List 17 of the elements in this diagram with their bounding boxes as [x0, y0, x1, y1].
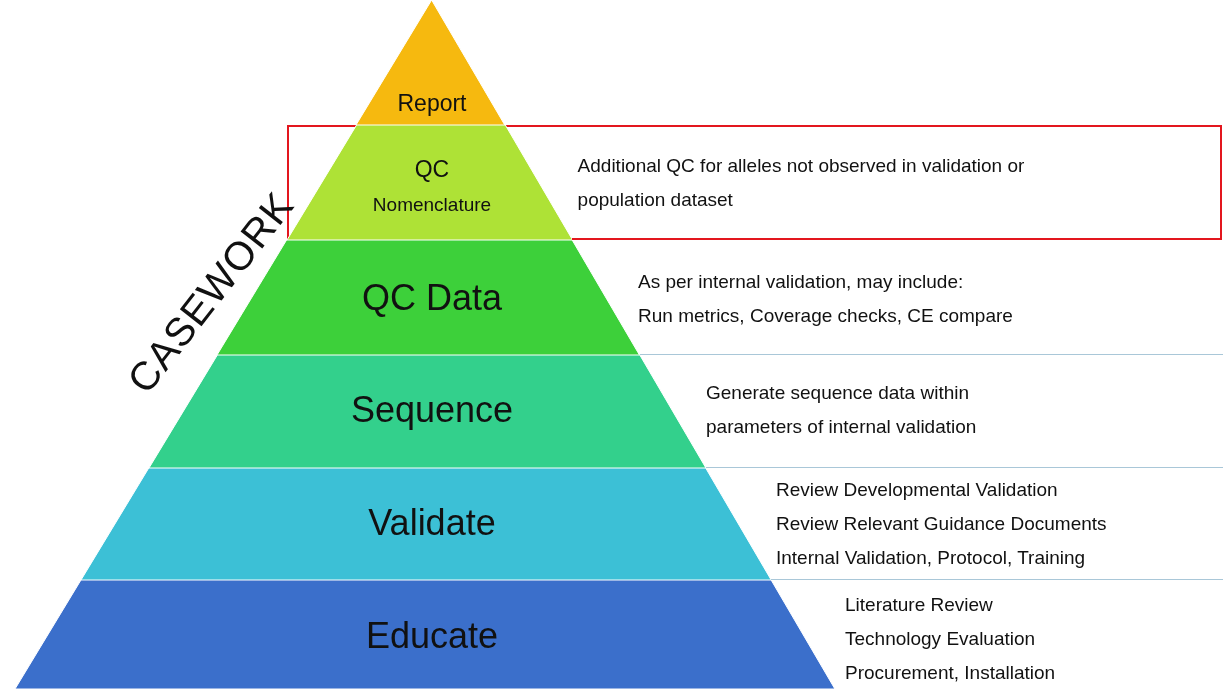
description-text: Review Relevant Guidance Documents — [776, 512, 1108, 536]
layer-label: Sequence — [350, 390, 514, 430]
layer-label: QC — [414, 157, 450, 183]
layer-label: Nomenclature — [372, 194, 492, 216]
layer-label: Validate — [368, 503, 496, 543]
description-text: Run metrics, Coverage checks, CE compare — [638, 304, 1014, 328]
description-text: Generate sequence data within parameters of internal validation — [706, 381, 978, 439]
description-text: Technology Evaluation — [845, 627, 1037, 651]
description-text: Review Developmental Validation — [776, 478, 1059, 502]
description-text: Literature Review — [845, 593, 994, 617]
layer-label: Report — [397, 91, 467, 117]
layer-label: QC Data — [361, 278, 502, 318]
description-text: Additional QC for alleles not observed in validation or population dataset — [577, 154, 1026, 212]
layer-label: Educate — [365, 616, 499, 656]
description-text: Internal Validation, Protocol, Training — [776, 546, 1087, 570]
description-text: Procurement, Installation — [845, 661, 1057, 685]
description-text: As per internal validation, may include: — [638, 270, 965, 294]
